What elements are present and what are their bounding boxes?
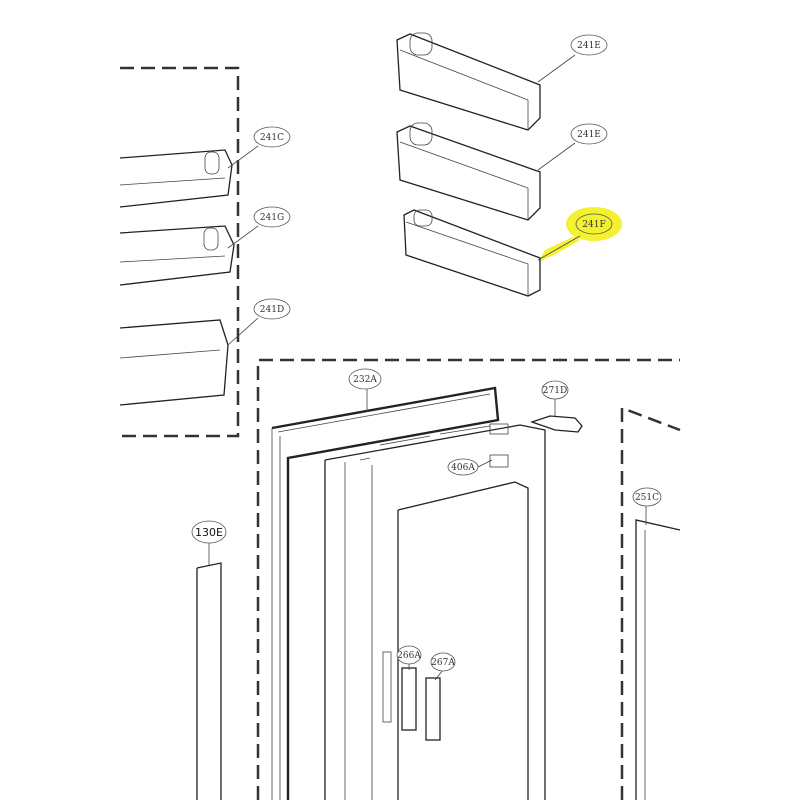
callout-241e-top: 241E — [577, 41, 601, 51]
callout-241e-mid: 241E — [577, 130, 601, 140]
door-gasket-232a — [271, 386, 500, 800]
left-door-panel — [120, 66, 240, 438]
callout-266a: 266A — [397, 651, 421, 661]
callout-241g: 241G — [260, 213, 284, 223]
strip-130e — [196, 562, 222, 800]
part-267a — [425, 677, 441, 741]
callout-251c: 251C — [635, 493, 659, 503]
part-406a-shape — [489, 454, 509, 468]
callout-241c: 241C — [260, 133, 284, 143]
door-bins-241 — [396, 32, 541, 297]
callout-241d: 241D — [260, 305, 284, 315]
callout-232a: 232A — [353, 375, 377, 385]
callout-130e: 130E — [195, 526, 223, 539]
leader-lines — [208, 54, 647, 681]
callout-241f: 241F — [582, 220, 605, 230]
door-liner — [324, 423, 546, 800]
callout-406a: 406A — [451, 463, 475, 473]
right-door-panel — [256, 358, 681, 800]
highlight-mark — [538, 207, 622, 262]
hinge-271d — [529, 415, 583, 433]
callout-267a: 267A — [431, 658, 455, 668]
part-266a — [401, 667, 417, 731]
callout-271d: 271D — [543, 386, 567, 396]
left-door-bins — [119, 149, 235, 406]
